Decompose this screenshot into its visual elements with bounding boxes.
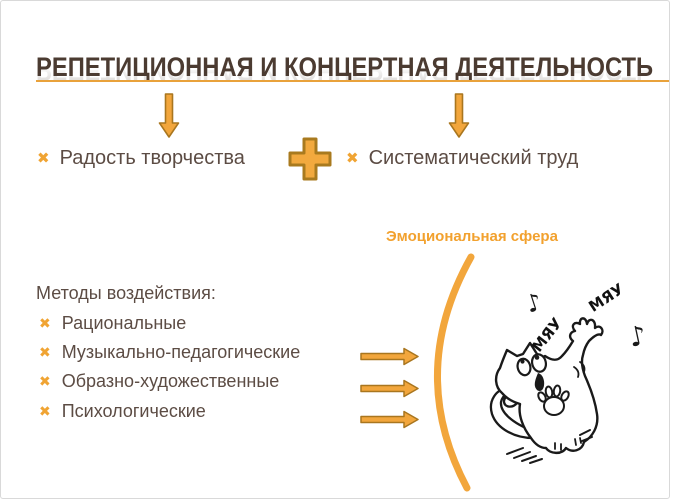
cat-chest-paw: [537, 384, 570, 416]
right-arrow-icon: [360, 410, 420, 429]
cat-tail: [489, 386, 535, 440]
list-item: ✖ Психологические: [39, 401, 206, 421]
down-arrow-icon: [158, 93, 180, 139]
singing-cat-illustration: ♪ ♪ МЯУ МЯУ: [479, 263, 669, 473]
right-arrow-icon: [360, 379, 420, 398]
list-item-label: Музыкально-педагогические: [61, 342, 301, 362]
cross-bullet-icon: ✖: [346, 149, 359, 167]
concept-left: ✖ Радость творчества: [37, 147, 245, 169]
music-note-icon: ♪: [522, 287, 545, 318]
right-arrow-icon: [360, 347, 420, 366]
cross-bullet-icon: ✖: [39, 315, 51, 331]
concept-right-label: Систематический труд: [368, 147, 579, 169]
music-note-icon: ♪: [626, 320, 649, 354]
slide-title: РЕПЕТИЦИОННАЯ И КОНЦЕРТНАЯ ДЕЯТЕЛЬНОСТЬ: [36, 52, 654, 82]
list-item: ✖ Образно-художественные: [39, 371, 279, 391]
arc-curve: [381, 249, 481, 498]
cat-mouth: [534, 373, 545, 391]
list-item-label: Рациональные: [61, 313, 187, 333]
concept-right: ✖ Систематический труд: [346, 147, 578, 169]
concept-left-label: Радость творчества: [59, 147, 245, 169]
list-item: ✖ Музыкально-педагогические: [39, 342, 300, 362]
plus-icon: [287, 136, 333, 182]
cross-bullet-icon: ✖: [39, 344, 51, 360]
cross-bullet-icon: ✖: [39, 373, 51, 389]
methods-heading: Методы воздействия:: [36, 283, 216, 303]
list-item-label: Образно-художественные: [61, 371, 280, 391]
title-underline: [36, 80, 669, 82]
down-arrow-icon: [448, 93, 470, 139]
cross-bullet-icon: ✖: [37, 149, 50, 167]
cat-eyes: [516, 353, 548, 377]
cross-bullet-icon: ✖: [39, 403, 51, 419]
list-item-label: Психологические: [61, 401, 206, 421]
cat-toes: [554, 437, 582, 451]
cat-body: [494, 317, 604, 455]
meow-text: МЯУ: [585, 280, 627, 316]
meow-text: МЯУ: [528, 314, 566, 355]
emotional-sphere-label: Эмоциональная сфера: [386, 228, 558, 245]
vibration-marks: [573, 361, 586, 378]
list-item: ✖ Рациональные: [39, 313, 186, 333]
motion-lines: [506, 429, 593, 464]
